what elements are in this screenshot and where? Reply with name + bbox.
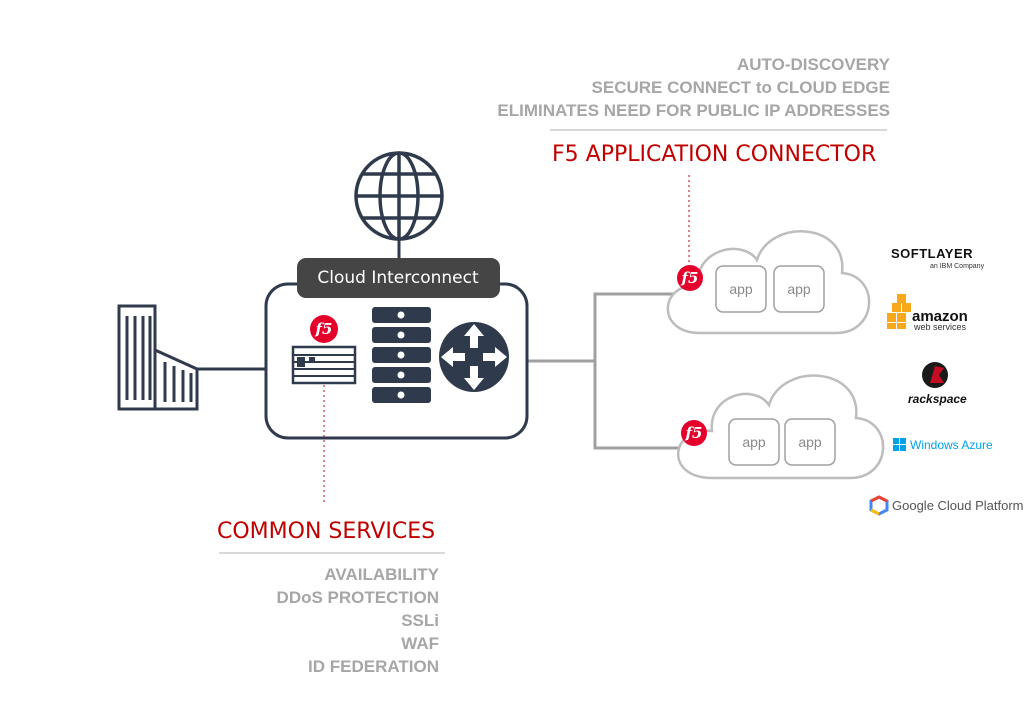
app-box [773,265,825,313]
cloud-links [527,292,680,450]
services-title: COMMON SERVICES [217,519,435,544]
f5-badge-icon: f5 [310,315,338,343]
svg-text:f5: f5 [685,424,703,442]
feature-secure-connect: SECURE CONNECT to CLOUD EDGE [592,78,890,97]
enterprise-building-icon [117,304,199,411]
services-list: AVAILABILITY DDoS PROTECTION SSLi WAF ID… [277,565,440,676]
svg-text:an IBM Company: an IBM Company [930,263,985,270]
server-stack-icon [372,307,431,403]
feature-no-public-ip: ELIMINATES NEED FOR PUBLIC IP ADDRESSES [497,101,890,120]
svg-text:f5: f5 [681,269,699,287]
service-ssli: SSLi [401,611,439,630]
app-box [728,418,780,466]
app-label: app [742,434,766,450]
app-label: app [729,281,753,297]
svg-text:f5: f5 [315,320,333,338]
svg-text:amazon: amazon [912,308,968,325]
svg-text:rackspace: rackspace [908,392,967,406]
interconnect-label-bg [297,258,500,298]
f5-appliance-icon [291,345,357,385]
service-waf: WAF [401,634,439,653]
f5-connector-badge-icon: f5 [677,265,703,291]
app-label: app [787,281,811,297]
connector-title: F5 APPLICATION CONNECTOR [552,142,876,167]
service-availability: AVAILABILITY [324,565,439,584]
windows-azure-logo: Windows Azure [893,438,993,452]
app-box [784,418,836,466]
rackspace-logo: rackspace [908,362,967,406]
amazon-web-services-logo: amazon web services [887,294,968,332]
app-box [715,265,767,313]
cloud-upper: f5 app app [666,230,871,335]
svg-text:Windows Azure: Windows Azure [910,438,993,452]
service-id-federation: ID FEDERATION [308,657,439,676]
app-label: app [798,434,822,450]
internet-globe-icon [354,151,444,258]
top-feature-list: AUTO-DISCOVERY SECURE CONNECT to CLOUD E… [497,55,890,120]
feature-auto-discovery: AUTO-DISCOVERY [737,55,891,74]
softlayer-logo: SOFTLAYER an IBM Company [891,246,985,270]
svg-text:SOFTLAYER: SOFTLAYER [891,246,973,261]
svg-text:web services: web services [913,322,967,332]
service-ddos: DDoS PROTECTION [277,588,439,607]
svg-text:Google Cloud Platform: Google Cloud Platform [892,498,1024,513]
interconnect-label: Cloud Interconnect [317,268,479,288]
google-cloud-platform-logo: Google Cloud Platform [869,495,1024,516]
f5-connector-badge-icon: f5 [681,420,707,446]
cloud-lower: f5 app app [677,374,885,480]
router-icon [439,322,509,392]
